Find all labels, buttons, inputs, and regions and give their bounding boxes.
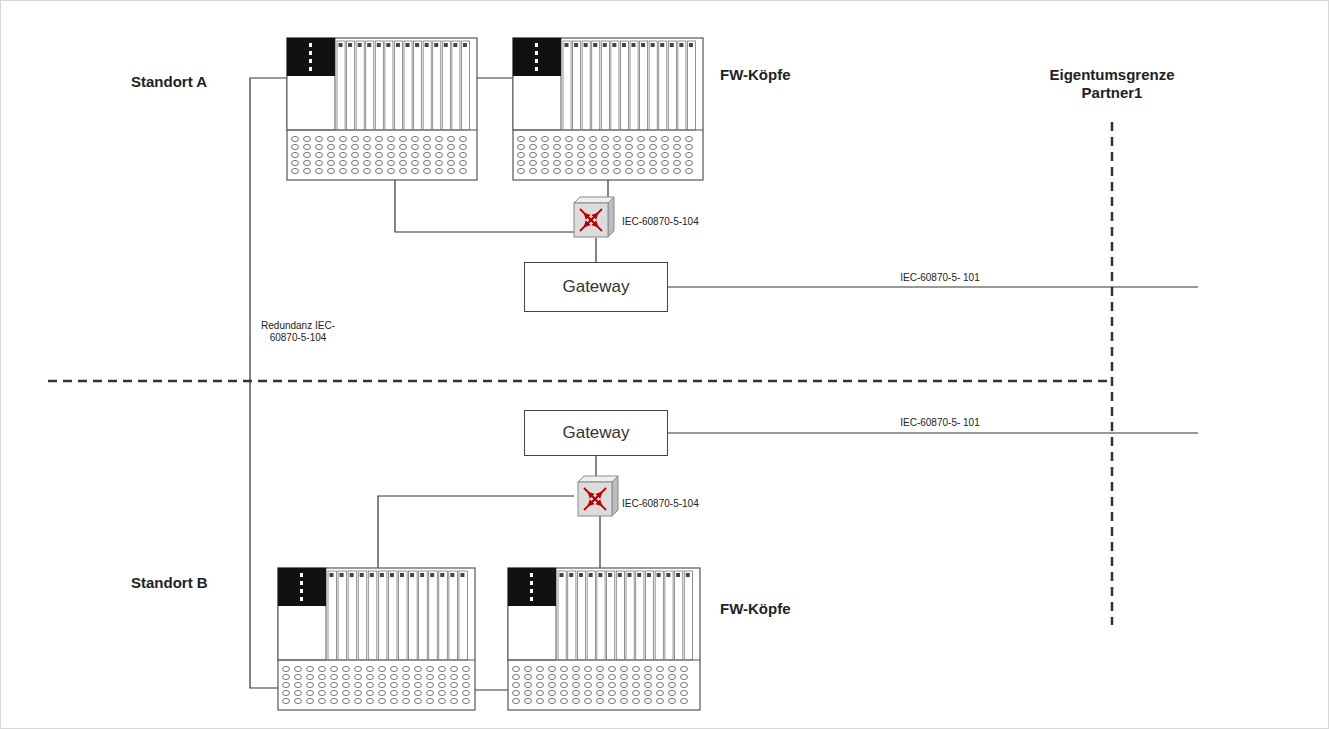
protocol-label: IEC-60870-5-104 [622,216,699,228]
boundary-label: Eigentumsgrenze Partner1 [1045,66,1180,102]
network-switch [578,476,618,516]
site-boundary [48,380,1112,383]
ethernet-wire [595,238,596,262]
rack-link [475,689,508,690]
telecontrol-rack [513,38,703,180]
ethernet-wire [599,516,600,568]
group-label: FW-Köpfe [720,600,791,618]
ethernet-wire [607,180,608,197]
site-label: Standort A [131,73,207,91]
ethernet-wire [378,496,574,568]
telecontrol-rack [287,38,477,180]
gateway-box: Gateway [524,262,668,312]
telecontrol-rack [508,568,700,710]
ethernet-wire [595,456,596,476]
protocol-label: IEC-60870-5- 101 [900,272,980,284]
rack-link [477,77,513,78]
ownership-boundary [1111,122,1114,625]
serial-wire [668,432,1198,433]
group-label: FW-Köpfe [720,66,791,84]
serial-wire [668,286,1198,287]
network-switch [574,197,614,237]
telecontrol-rack [278,568,475,710]
gateway-name: Gateway [562,277,629,297]
ethernet-wire [395,180,574,232]
gateway-name: Gateway [562,423,629,443]
protocol-label: IEC-60870-5- 101 [900,417,980,429]
redundancy-label: Redundanz IEC-60870-5-104 [256,320,340,344]
site-label: Standort B [131,574,208,592]
gateway-box: Gateway [524,410,668,456]
protocol-label: IEC-60870-5-104 [622,498,699,510]
